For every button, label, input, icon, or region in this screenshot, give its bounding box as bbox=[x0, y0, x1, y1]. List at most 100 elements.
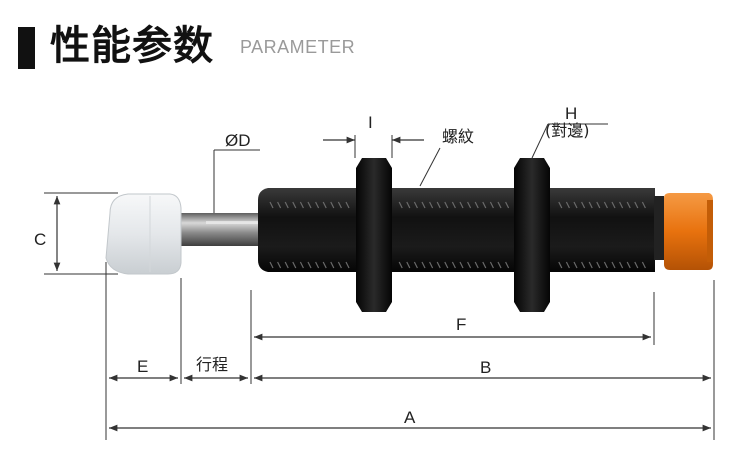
thread-mark bbox=[299, 261, 304, 269]
thread-mark bbox=[474, 261, 479, 269]
thread-mark bbox=[269, 261, 274, 269]
thread-mark bbox=[619, 201, 624, 209]
thread-mark bbox=[596, 261, 601, 269]
thread-mark bbox=[581, 201, 586, 209]
thread-mark bbox=[603, 261, 608, 269]
thread-mark bbox=[451, 261, 456, 269]
thread-mark bbox=[345, 261, 350, 269]
thread-mark bbox=[406, 261, 411, 269]
page-title: 性能参数 bbox=[50, 23, 214, 69]
thread-mark bbox=[581, 261, 586, 269]
impact-tip bbox=[105, 193, 182, 275]
thread-mark bbox=[277, 201, 282, 209]
page-subtitle: PARAMETER bbox=[240, 37, 356, 57]
thread-mark bbox=[482, 201, 487, 209]
thread-mark bbox=[436, 201, 441, 209]
label-b: B bbox=[480, 358, 491, 377]
thread-mark bbox=[322, 261, 327, 269]
thread-mark bbox=[315, 201, 320, 209]
thread-mark bbox=[497, 201, 502, 209]
label-stroke: 行程 bbox=[196, 355, 228, 374]
threaded-body bbox=[258, 188, 655, 272]
thread-mark bbox=[489, 201, 494, 209]
thread-mark bbox=[459, 261, 464, 269]
thread-mark bbox=[307, 201, 312, 209]
thread-mark bbox=[299, 201, 304, 209]
lock-nut-left bbox=[356, 158, 392, 312]
thread-mark bbox=[269, 201, 274, 209]
thread-mark bbox=[588, 201, 593, 209]
thread-mark bbox=[497, 261, 502, 269]
thread-mark bbox=[565, 201, 570, 209]
thread-mark bbox=[337, 261, 342, 269]
lock-nut-right bbox=[514, 158, 550, 312]
thread-mark bbox=[467, 201, 472, 209]
thread-mark bbox=[284, 261, 289, 269]
thread-mark bbox=[459, 201, 464, 209]
piston-rod bbox=[176, 213, 258, 246]
thread-marks bbox=[269, 201, 646, 269]
thread-mark bbox=[436, 261, 441, 269]
cap-collar bbox=[654, 196, 664, 260]
thread-mark bbox=[398, 261, 403, 269]
thread-mark bbox=[611, 201, 616, 209]
thread-mark bbox=[315, 261, 320, 269]
thread-mark bbox=[588, 261, 593, 269]
thread-mark bbox=[489, 261, 494, 269]
thread-mark bbox=[474, 201, 479, 209]
thread-mark bbox=[292, 201, 297, 209]
label-a: A bbox=[404, 408, 416, 427]
end-cap bbox=[664, 193, 713, 270]
thread-mark bbox=[641, 261, 646, 269]
thread-mark bbox=[467, 261, 472, 269]
thread-mark bbox=[345, 201, 350, 209]
label-e: E bbox=[137, 357, 148, 376]
thread-mark bbox=[444, 201, 449, 209]
thread-mark bbox=[337, 201, 342, 209]
thread-mark bbox=[626, 201, 631, 209]
label-c: C bbox=[34, 230, 46, 249]
dimension-lines bbox=[53, 136, 711, 432]
thread-mark bbox=[603, 201, 608, 209]
thread-mark bbox=[596, 201, 601, 209]
thread-mark bbox=[398, 201, 403, 209]
thread-mark bbox=[330, 261, 335, 269]
thread-mark bbox=[626, 261, 631, 269]
thread-mark bbox=[284, 201, 289, 209]
extension-lines bbox=[44, 123, 715, 440]
thread-mark bbox=[429, 201, 434, 209]
label-f: F bbox=[456, 315, 466, 334]
thread-mark bbox=[634, 201, 639, 209]
thread-mark bbox=[619, 261, 624, 269]
thread-mark bbox=[505, 201, 510, 209]
thread-mark bbox=[482, 261, 487, 269]
thread-mark bbox=[444, 261, 449, 269]
thread-mark bbox=[558, 261, 563, 269]
thread-mark bbox=[429, 261, 434, 269]
thread-mark bbox=[565, 261, 570, 269]
thread-mark bbox=[413, 261, 418, 269]
thread-mark bbox=[330, 201, 335, 209]
label-thread-width: I bbox=[368, 113, 373, 132]
thread-mark bbox=[558, 201, 563, 209]
thread-mark bbox=[413, 201, 418, 209]
thread-mark bbox=[634, 261, 639, 269]
thread-mark bbox=[322, 201, 327, 209]
thread-mark bbox=[406, 201, 411, 209]
header-accent-bar bbox=[18, 27, 35, 69]
thread-mark bbox=[277, 261, 282, 269]
thread-mark bbox=[573, 261, 578, 269]
thread-mark bbox=[292, 261, 297, 269]
label-thread: 螺紋 bbox=[442, 127, 474, 146]
thread-mark bbox=[307, 261, 312, 269]
thread-mark bbox=[505, 261, 510, 269]
label-hex: H bbox=[565, 104, 577, 123]
thread-mark bbox=[573, 201, 578, 209]
thread-mark bbox=[641, 201, 646, 209]
thread-mark bbox=[451, 201, 456, 209]
thread-mark bbox=[421, 261, 426, 269]
label-diameter: ØD bbox=[225, 131, 251, 150]
thread-mark bbox=[421, 201, 426, 209]
